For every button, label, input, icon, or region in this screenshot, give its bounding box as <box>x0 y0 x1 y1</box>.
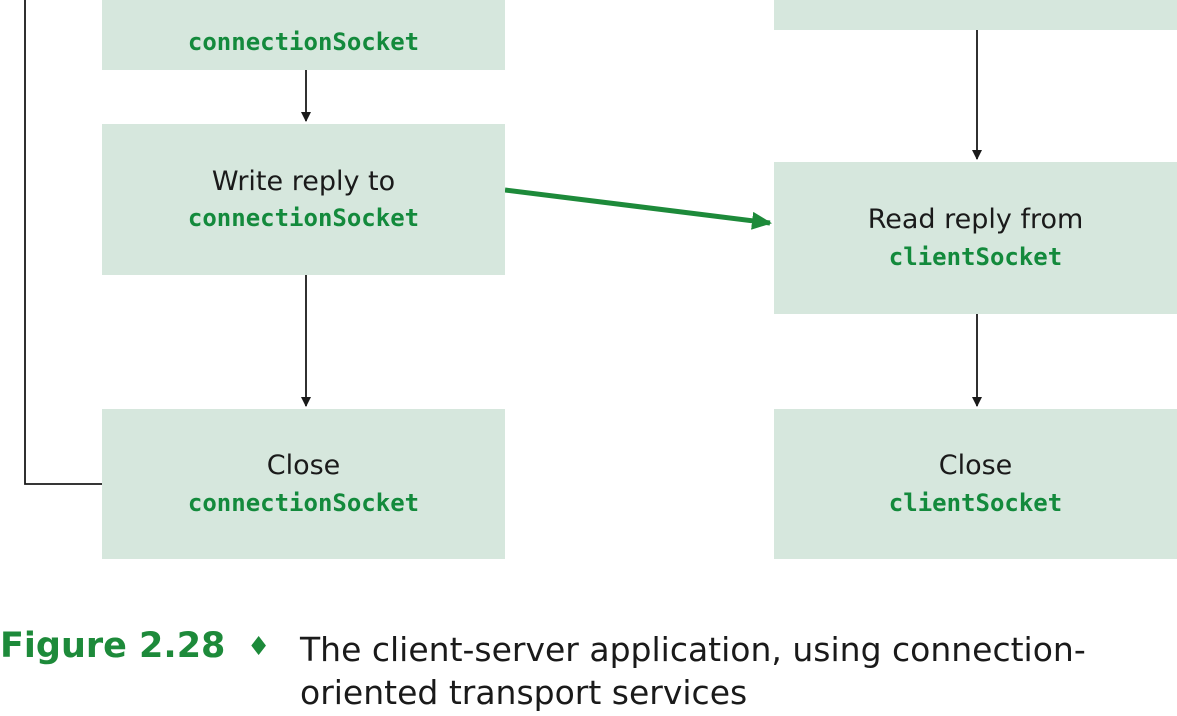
figure-caption: The client-server application, using con… <box>300 630 1086 712</box>
client-read-box-label: Read reply from <box>867 204 1084 236</box>
server-write-box-code: connectionSocket <box>187 204 420 233</box>
server-close-box: Close connectionSocket <box>102 409 505 559</box>
server-write-box-label: Write reply to <box>211 165 396 197</box>
client-read-box: Read reply from clientSocket <box>774 162 1177 314</box>
figure-label: Figure 2.28 <box>0 626 226 666</box>
client-close-box: Close clientSocket <box>774 409 1177 559</box>
server-top-box-code: connectionSocket <box>187 27 420 56</box>
server-write-box: Write reply to connectionSocket <box>102 124 505 275</box>
reply-arrow <box>504 187 772 230</box>
diamond-icon: ♦ <box>247 632 271 662</box>
server-top-box: connectionSocket <box>102 0 505 70</box>
client-close-box-code: clientSocket <box>888 488 1063 517</box>
server-close-box-code: connectionSocket <box>187 488 420 517</box>
client-top-box <box>774 0 1177 30</box>
client-read-box-code: clientSocket <box>888 242 1063 271</box>
server-close-box-label: Close <box>266 450 341 482</box>
client-close-box-label: Close <box>938 450 1013 482</box>
server-loop-line <box>24 0 102 485</box>
